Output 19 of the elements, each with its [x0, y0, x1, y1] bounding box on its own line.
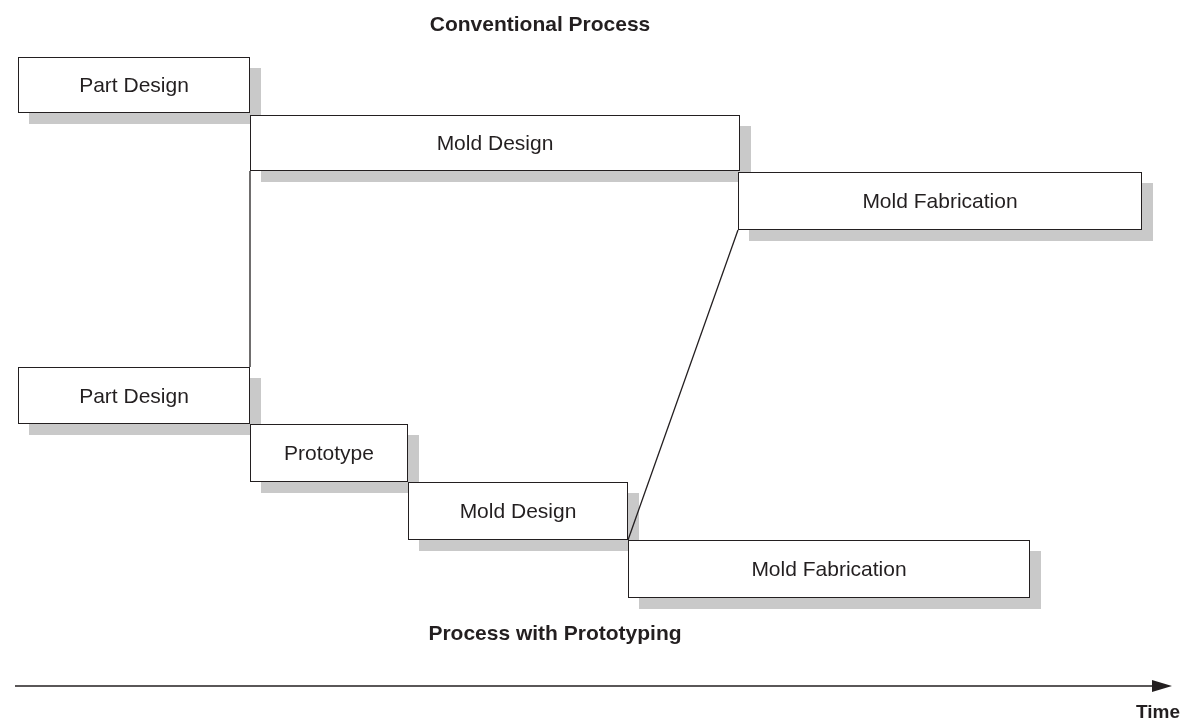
box-label: Mold Fabrication: [751, 556, 907, 583]
process-box: [250, 424, 408, 482]
box-label: Mold Design: [436, 130, 554, 157]
process-box: [18, 57, 250, 113]
connector-line: [627, 229, 739, 541]
process-box: [250, 115, 740, 171]
diagram-title: Conventional Process: [428, 11, 652, 37]
box-label: Mold Fabrication: [862, 188, 1018, 215]
section-title: Process with Prototyping: [427, 620, 683, 646]
box-label: Part Design: [79, 382, 189, 409]
box-label: Mold Design: [459, 498, 577, 525]
connector-line: [249, 170, 251, 368]
axis-label: Time: [1135, 700, 1180, 724]
process-box: [18, 367, 250, 424]
box-label: Prototype: [284, 440, 374, 467]
process-box: [738, 172, 1142, 230]
process-box: [408, 482, 628, 540]
process-box: [628, 540, 1030, 598]
box-label: Part Design: [79, 72, 189, 99]
